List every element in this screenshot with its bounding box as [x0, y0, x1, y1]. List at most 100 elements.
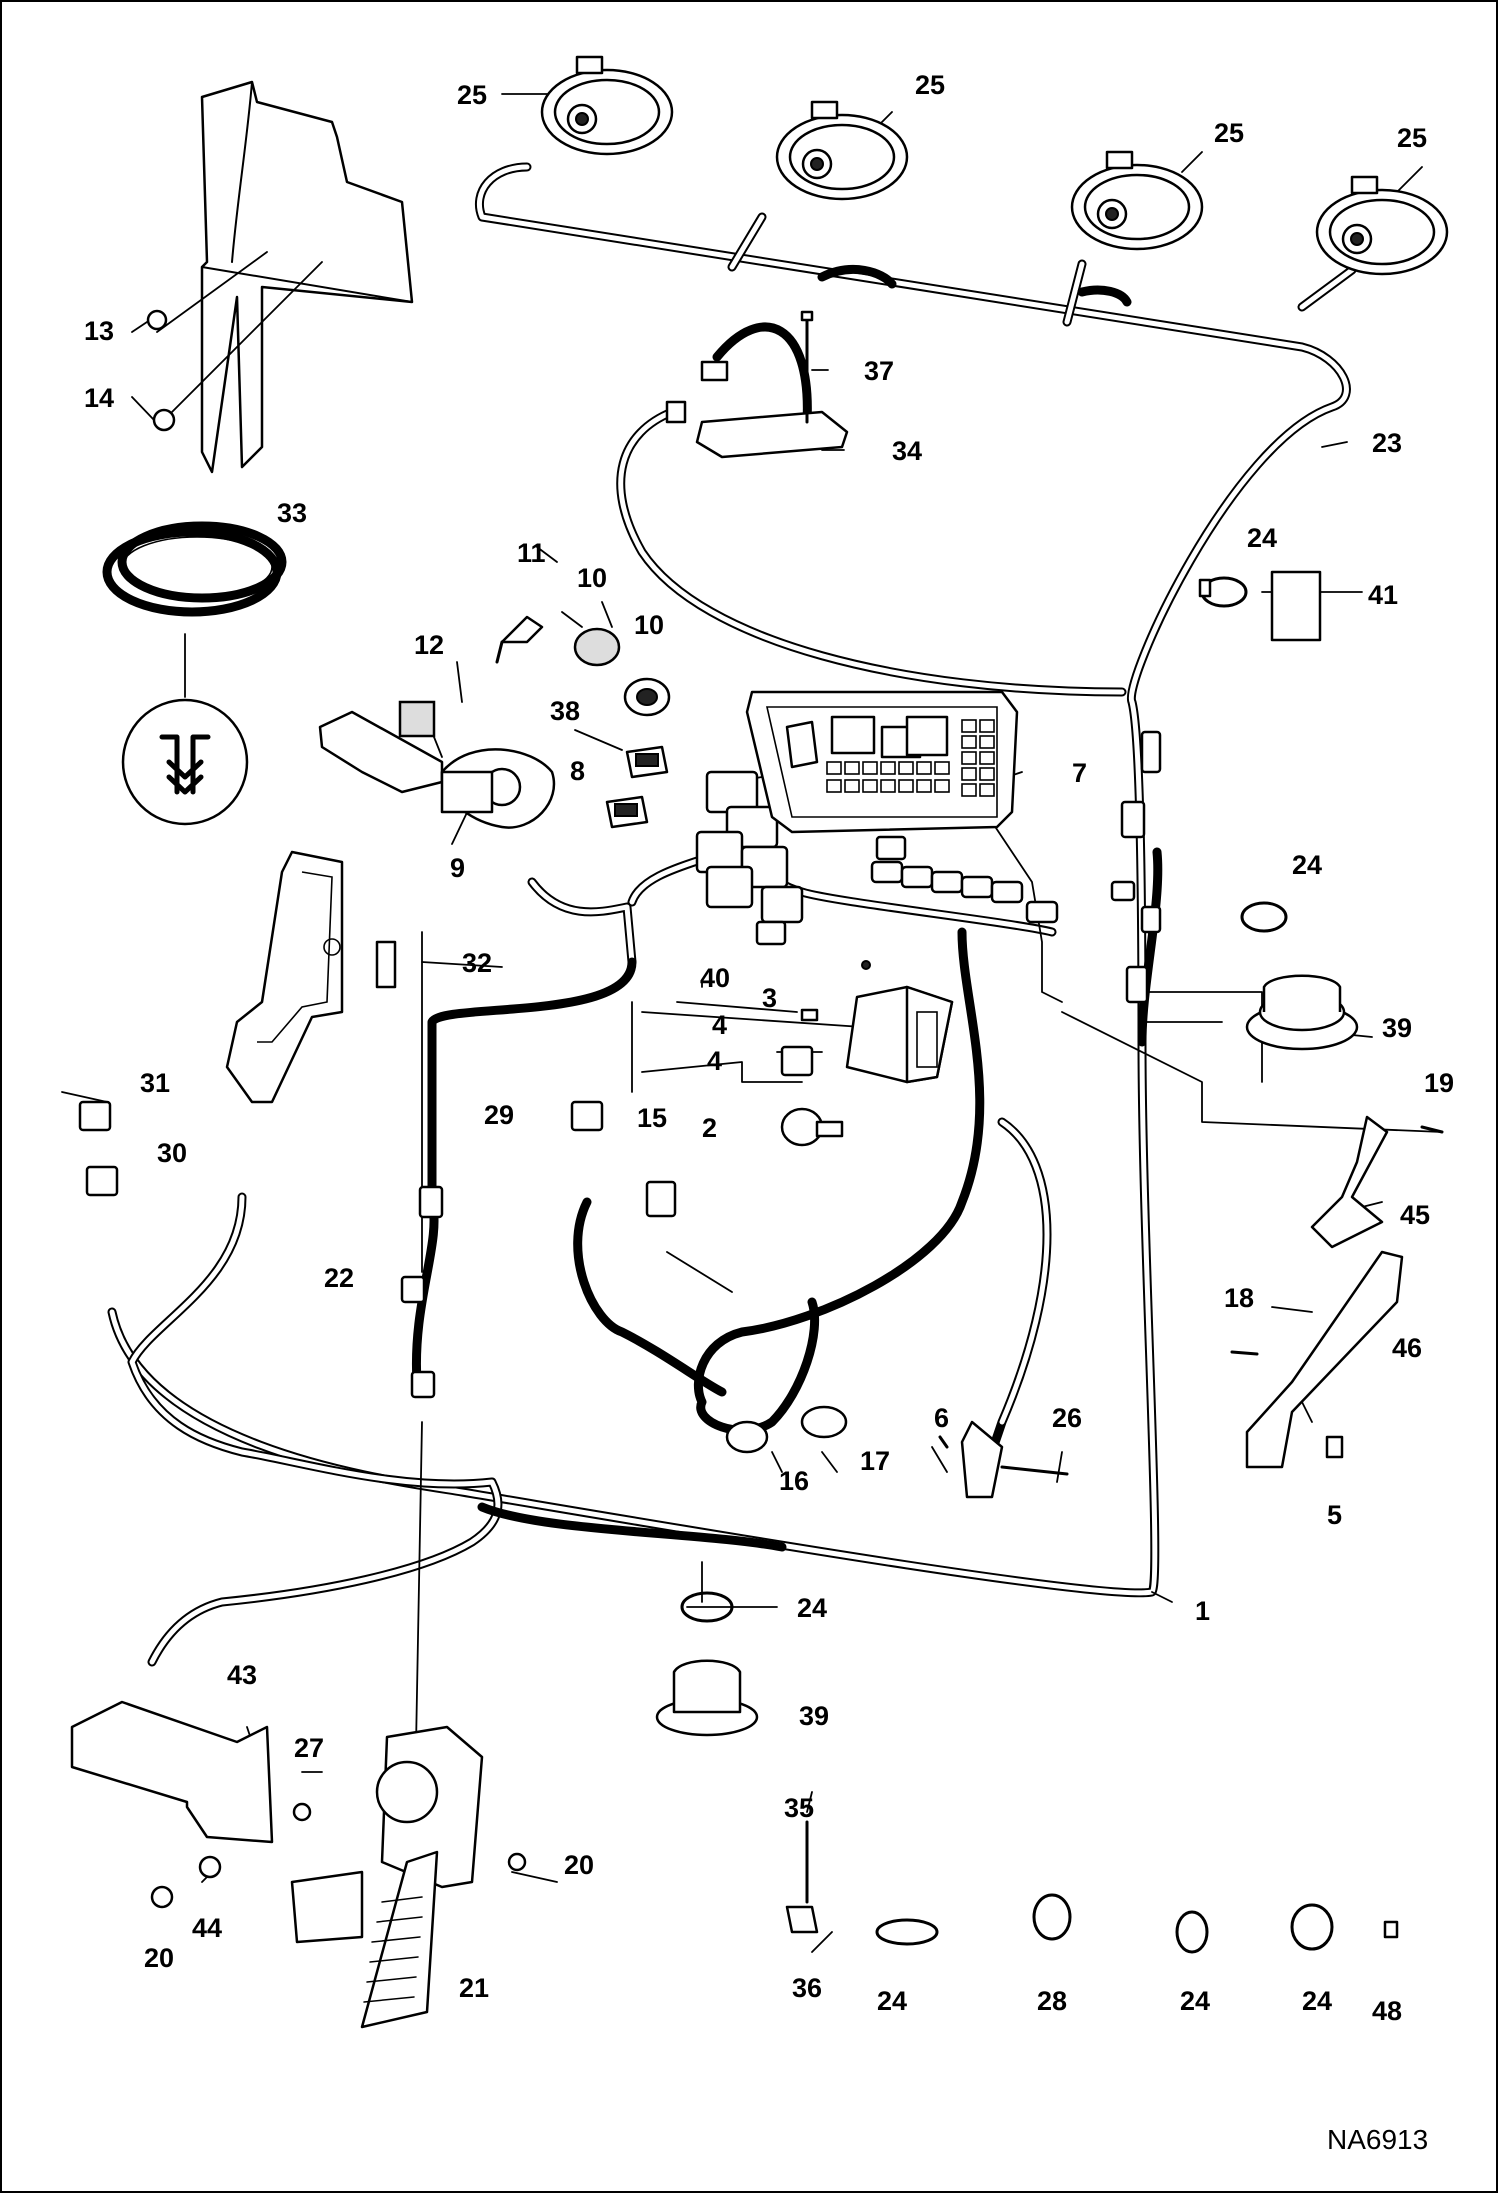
- connector-22c: [410, 1370, 436, 1399]
- bolt-27: [292, 1802, 312, 1822]
- callout-39: 39: [799, 1701, 829, 1731]
- key-switch-bezel: [573, 627, 621, 667]
- column-switch: [318, 710, 556, 829]
- right-drop-connectors: [1110, 730, 1162, 1004]
- callout-25: 25: [1397, 123, 1427, 153]
- callout-9: 9: [450, 853, 465, 883]
- callout-4: 4: [712, 1010, 727, 1040]
- seal-coil: [102, 521, 287, 617]
- callout-27: 27: [294, 1733, 324, 1763]
- connector-22b: [400, 1275, 426, 1304]
- callout-33: 33: [277, 498, 307, 528]
- column-decal: [398, 700, 436, 738]
- callout-22: 22: [324, 1263, 354, 1293]
- callout-35: 35: [784, 1793, 814, 1823]
- callout-labels: 25 25 25 25 13 14 37 34 23 33 24 41 11 1…: [84, 70, 1454, 2026]
- callout-43: 43: [227, 1660, 257, 1690]
- callout-37: 37: [864, 356, 894, 386]
- bracket-46: [1245, 1250, 1404, 1469]
- callout-10: 10: [634, 610, 664, 640]
- clip-5: [1325, 1435, 1344, 1459]
- nut-20-right: [507, 1852, 527, 1872]
- fastener-40: [861, 960, 871, 970]
- callout-40: 40: [700, 963, 730, 993]
- cable-clamp-upper: [1198, 576, 1248, 608]
- callout-34: 34: [892, 436, 922, 466]
- rocker-switch-8: [605, 795, 649, 829]
- bolt-18: [1230, 1350, 1259, 1356]
- callout-24: 24: [1247, 523, 1277, 553]
- instrument-panel: [745, 690, 1019, 834]
- callout-10: 10: [577, 563, 607, 593]
- callout-48: 48: [1372, 1996, 1402, 2026]
- callout-6: 6: [934, 1403, 949, 1433]
- switch-15: [645, 1180, 677, 1218]
- ignition-key: [495, 615, 544, 664]
- callout-5: 5: [1327, 1500, 1342, 1530]
- switch-31: [78, 1100, 112, 1132]
- connector-22a: [418, 1185, 444, 1219]
- callout-44: 44: [192, 1913, 222, 1943]
- switch-2: [780, 1107, 844, 1147]
- screw-19: [1420, 1125, 1444, 1134]
- grommet-lower: [655, 1591, 759, 1737]
- adhesive-pad: [1270, 570, 1322, 642]
- control-module: [845, 985, 954, 1084]
- callout-24: 24: [1180, 1986, 1210, 2016]
- callout-30: 30: [157, 1138, 187, 1168]
- grommet-upper: [1240, 901, 1359, 1051]
- callout-3: 3: [762, 983, 777, 1013]
- callout-45: 45: [1400, 1200, 1430, 1230]
- work-light-right: [1315, 175, 1449, 276]
- bracket-45: [1310, 1115, 1389, 1249]
- callout-20: 20: [564, 1850, 594, 1880]
- callout-46: 46: [1392, 1333, 1422, 1363]
- callout-29: 29: [484, 1100, 514, 1130]
- callout-16: 16: [779, 1466, 809, 1496]
- callout-31: 31: [140, 1068, 170, 1098]
- relay-small: [800, 1008, 819, 1022]
- callout-26: 26: [1052, 1403, 1082, 1433]
- warning-symbol-decal: [121, 698, 249, 826]
- work-light-center-right: [1070, 150, 1204, 251]
- relay-large: [780, 1045, 814, 1077]
- accelerator-pedal: [290, 1725, 484, 2029]
- nut-20-left: [150, 1885, 174, 1909]
- callout-23: 23: [1372, 428, 1402, 458]
- rocker-switch-38: [625, 745, 669, 779]
- callout-39: 39: [1382, 1013, 1412, 1043]
- dome-light: [665, 310, 849, 459]
- callout-8: 8: [570, 756, 585, 786]
- callout-24: 24: [1292, 850, 1322, 880]
- sensor-26: [960, 1420, 1069, 1499]
- buzzer-17: [800, 1405, 848, 1439]
- plug-13: [146, 309, 168, 331]
- callout-36: 36: [792, 1973, 822, 2003]
- switch-29: [570, 1100, 604, 1132]
- callout-17: 17: [860, 1446, 890, 1476]
- spacer-block: [375, 940, 397, 989]
- connector-cluster: [695, 770, 804, 924]
- mounting-plate: [225, 850, 344, 1104]
- callout-7: 7: [1072, 758, 1087, 788]
- callout-4: 4: [707, 1046, 722, 1076]
- callout-20: 20: [144, 1943, 174, 1973]
- key-switch: [623, 677, 671, 717]
- callout-2: 2: [702, 1113, 717, 1143]
- callout-38: 38: [550, 696, 580, 726]
- callout-24: 24: [877, 1986, 907, 2016]
- work-light-center-left: [775, 100, 909, 201]
- cab-post-bracket: [146, 80, 414, 474]
- callout-25: 25: [915, 70, 945, 100]
- horn-16: [725, 1420, 769, 1454]
- callout-32: 32: [462, 948, 492, 978]
- switch-30: [85, 1165, 119, 1197]
- callout-15: 15: [637, 1103, 667, 1133]
- callout-25: 25: [1214, 118, 1244, 148]
- callout-24: 24: [1302, 1986, 1332, 2016]
- callout-25: 25: [457, 80, 487, 110]
- pin-6: [938, 1435, 949, 1449]
- callout-28: 28: [1037, 1986, 1067, 2016]
